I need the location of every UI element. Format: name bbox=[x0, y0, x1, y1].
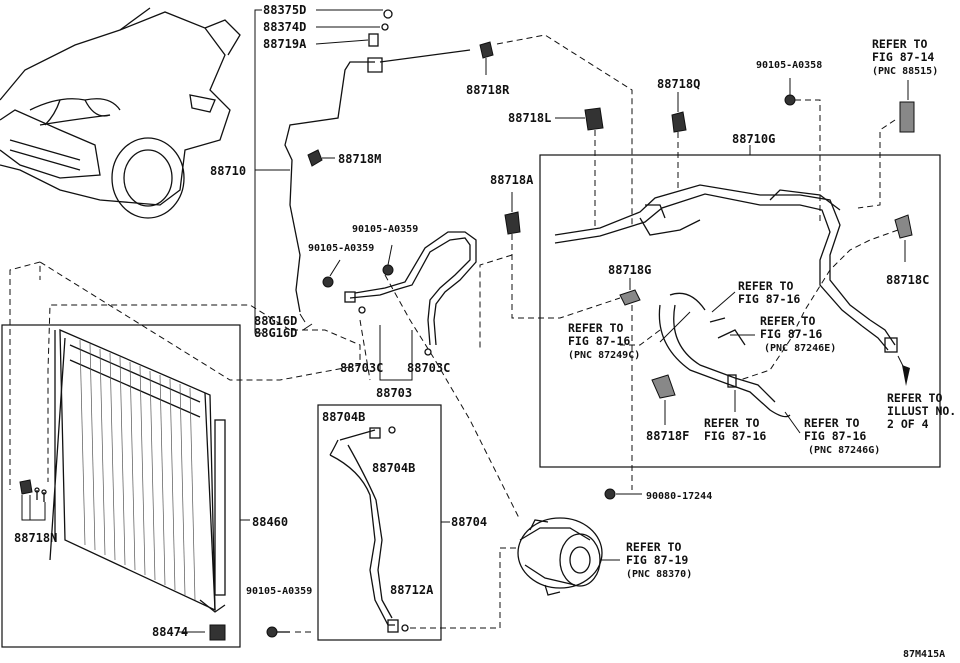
label-88718A: 88718A bbox=[490, 173, 534, 187]
clamp-88718L[interactable] bbox=[555, 107, 604, 131]
label-90080-17244: 90080-17244 bbox=[646, 491, 712, 502]
ref-fig-87-14-line3: (PNC 88515) bbox=[872, 66, 938, 77]
diagram-id: 87M415A bbox=[903, 649, 945, 660]
label-88704B-b: 88704B bbox=[372, 461, 415, 475]
ref-fig-87-16-d-line1: REFER TO bbox=[704, 416, 759, 430]
ref-illust-line1: REFER TO bbox=[887, 391, 942, 405]
bolt-90105-a0358[interactable] bbox=[784, 78, 796, 106]
ref-fig-87-16-e-line1: REFER TO bbox=[804, 416, 859, 430]
ref-fig-87-16-d-line2: FIG 87-16 bbox=[704, 429, 766, 443]
ref-fig-87-16-b-line3: (PNC 87249C) bbox=[568, 350, 640, 361]
label-90105-A0359-c: 90105-A0359 bbox=[246, 586, 312, 597]
refer-arrow bbox=[897, 355, 910, 386]
dashed-leaders-right bbox=[479, 99, 899, 490]
label-88703C-a: 88703C bbox=[340, 361, 383, 375]
part-labels: 88375D 88374D 88719A 88718R 88710 88718M… bbox=[14, 3, 929, 639]
ref-fig-87-16-e-line2: FIG 87-16 bbox=[804, 429, 866, 443]
label-88G16D-a: 88G16D bbox=[254, 314, 297, 328]
clamp-88718M[interactable] bbox=[307, 149, 335, 167]
label-88703: 88703 bbox=[376, 386, 412, 400]
ref-fig-87-16-c-line2: FIG 87-16 bbox=[760, 327, 822, 341]
ref-fig-87-14-line2: FIG 87-14 bbox=[872, 50, 934, 64]
label-88703C-b: 88703C bbox=[407, 361, 450, 375]
bolt-90105-a0359-c[interactable] bbox=[266, 626, 290, 638]
ref-fig-87-16-a-line1: REFER TO bbox=[738, 279, 793, 293]
label-88718R: 88718R bbox=[466, 83, 510, 97]
hoses-87-16 bbox=[658, 292, 791, 418]
label-88374D: 88374D bbox=[263, 20, 306, 34]
pipe-88703[interactable] bbox=[344, 231, 477, 381]
clamp-88718G[interactable] bbox=[619, 278, 641, 306]
label-90105-A0359-b: 90105-A0359 bbox=[352, 224, 418, 235]
clamp-group-88718N[interactable] bbox=[19, 479, 47, 521]
ref-fig-87-19-line1: REFER TO bbox=[626, 540, 681, 554]
label-88718C: 88718C bbox=[886, 273, 929, 287]
ref-leaders bbox=[659, 291, 801, 434]
ref-fig-87-16-a-line2: FIG 87-16 bbox=[738, 292, 800, 306]
label-88704B-a: 88704B bbox=[322, 410, 365, 424]
label-88710: 88710 bbox=[210, 164, 246, 178]
ref-illust-line3: 2 OF 4 bbox=[887, 417, 929, 431]
bolt-90105-a0359-a[interactable] bbox=[322, 259, 341, 288]
bracket-88710-group bbox=[254, 9, 383, 334]
label-88718G: 88718G bbox=[608, 263, 651, 277]
vehicle-sketch bbox=[0, 7, 241, 219]
label-88718M: 88718M bbox=[338, 152, 381, 166]
clamp-88718Q[interactable] bbox=[671, 92, 687, 133]
label-88G16D-b: 88G16D bbox=[254, 326, 297, 340]
bolt-90080-17244[interactable] bbox=[604, 488, 642, 500]
label-88712A: 88712A bbox=[390, 583, 434, 597]
compressor-88370[interactable] bbox=[517, 517, 620, 596]
ref-fig-87-16-b-line2: FIG 87-16 bbox=[568, 334, 630, 348]
label-90105-A0359-a: 90105-A0359 bbox=[308, 243, 374, 254]
label-88718N: 88718N bbox=[14, 531, 57, 545]
label-88704: 88704 bbox=[451, 515, 487, 529]
reference-notes: REFER TO FIG 87-14 (PNC 88515) REFER TO … bbox=[568, 37, 956, 580]
clamp-88718A[interactable] bbox=[504, 192, 521, 235]
ref-fig-87-16-c-line3: (PNC 87246E) bbox=[764, 343, 836, 354]
ref-fig-87-19-line2: FIG 87-19 bbox=[626, 553, 688, 567]
label-88718Q: 88718Q bbox=[657, 77, 700, 91]
label-88710G: 88710G bbox=[732, 132, 775, 146]
label-88718L: 88718L bbox=[508, 111, 551, 125]
label-88460: 88460 bbox=[252, 515, 288, 529]
ref-illust-line2: ILLUST NO. bbox=[887, 404, 956, 418]
pipe-88710[interactable] bbox=[284, 9, 471, 313]
dashed-leaders-left bbox=[9, 34, 633, 633]
label-88718F: 88718F bbox=[646, 429, 689, 443]
clamp-88718C[interactable] bbox=[894, 214, 913, 262]
bushing-88474[interactable] bbox=[178, 624, 226, 641]
ref-fig-87-16-b-line1: REFER TO bbox=[568, 321, 623, 335]
label-88474: 88474 bbox=[152, 625, 188, 639]
hose-88704-group[interactable] bbox=[317, 404, 450, 641]
ref-fig-87-19-line3: (PNC 88370) bbox=[626, 569, 692, 580]
pipe-assembly-88710G[interactable] bbox=[539, 145, 941, 468]
condenser-88460[interactable] bbox=[1, 324, 250, 648]
ref-fig-87-16-e-line3: (PNC 87246G) bbox=[808, 445, 880, 456]
ref-fig-87-16-c-line1: REFER TO bbox=[760, 314, 815, 328]
clamp-88718F[interactable] bbox=[651, 374, 676, 425]
label-88375D: 88375D bbox=[263, 3, 306, 17]
part-88515 bbox=[899, 80, 915, 133]
label-90105-A0358: 90105-A0358 bbox=[756, 60, 822, 71]
bolt-90105-a0359-b[interactable] bbox=[382, 244, 394, 276]
clamp-88718R[interactable] bbox=[479, 41, 494, 75]
ref-fig-87-14-line1: REFER TO bbox=[872, 37, 927, 51]
label-88719A: 88719A bbox=[263, 37, 307, 51]
